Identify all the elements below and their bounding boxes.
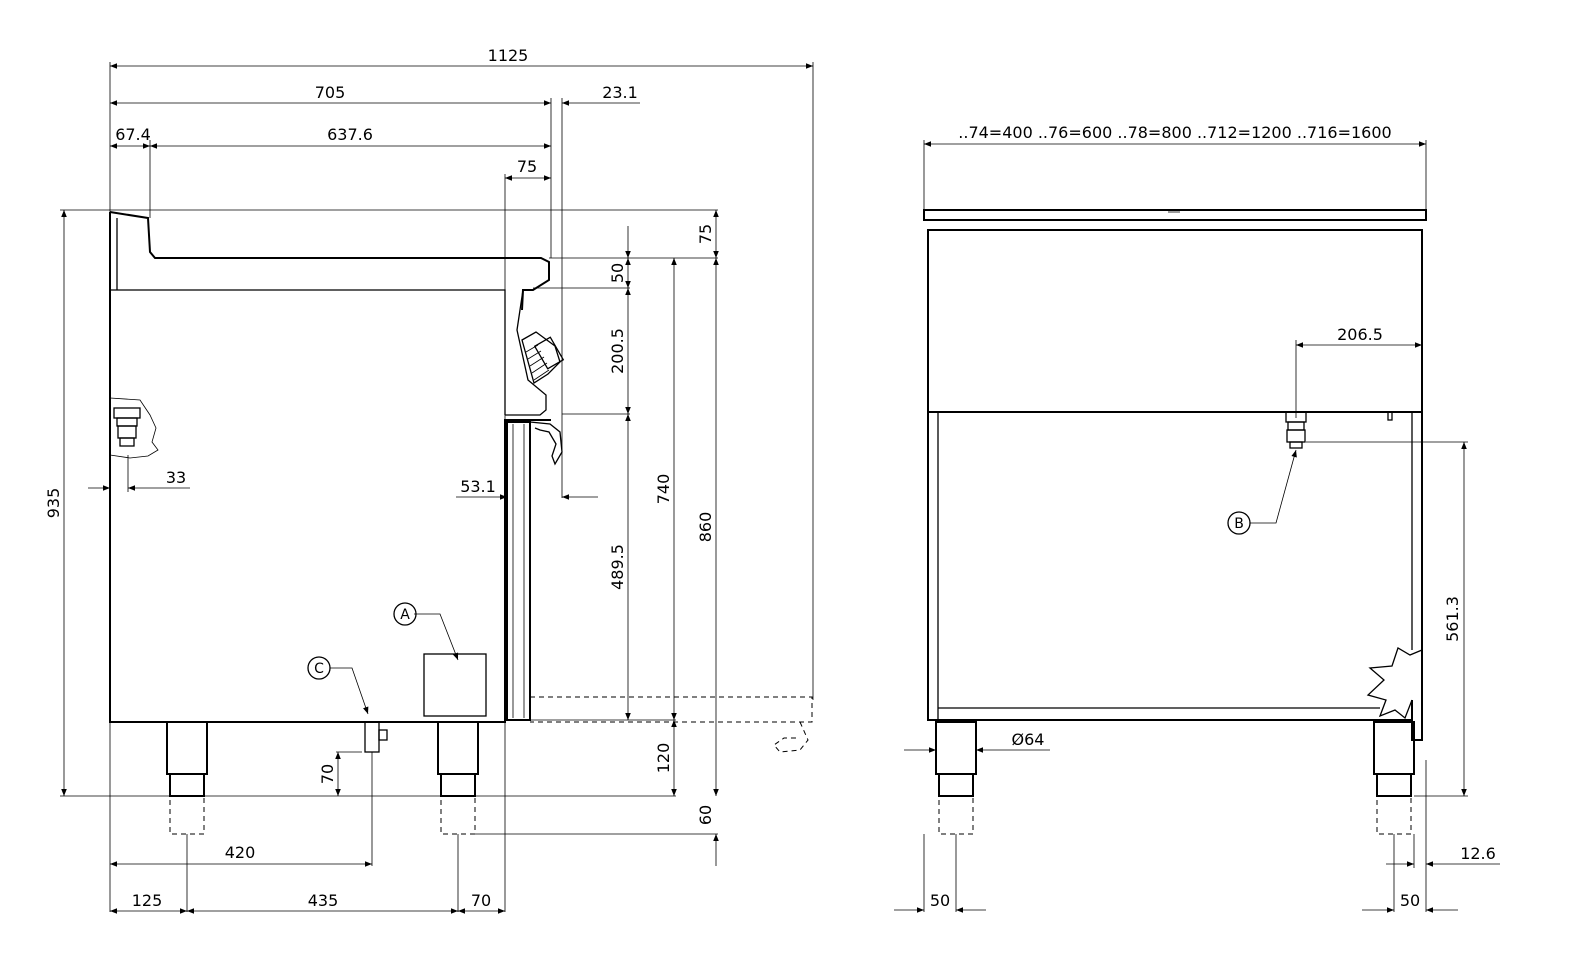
dim-1125: 1125 [488, 46, 529, 65]
dim-33: 33 [166, 468, 186, 487]
dim-561-3: 561.3 [1443, 596, 1462, 642]
dim-50-left: 50 [930, 891, 950, 910]
dim-75-top: 75 [696, 224, 715, 244]
dim-53-1: 53.1 [460, 477, 496, 496]
dim-206-5: 206.5 [1337, 325, 1383, 344]
component-box-a [423, 653, 487, 717]
cable-gland-icon [109, 397, 159, 459]
front-body-outline [923, 209, 1427, 741]
dim-diameter-64: Ø64 [1012, 730, 1045, 749]
front-leg-left [935, 721, 977, 835]
dim-67-4: 67.4 [115, 125, 151, 144]
front-dimension-labels: ..74=400 ..76=600 ..78=800 ..712=1200 ..… [930, 123, 1496, 910]
door-panel [506, 421, 563, 721]
side-leg-right [437, 721, 479, 835]
dim-50: 50 [608, 263, 627, 283]
dim-860: 860 [696, 512, 715, 543]
dim-50-right: 50 [1400, 891, 1420, 910]
dim-70-leg: 70 [318, 764, 337, 784]
open-door-outline [530, 696, 813, 753]
dim-637-6: 637.6 [327, 125, 373, 144]
dim-200-5: 200.5 [608, 328, 627, 374]
dim-435: 435 [308, 891, 339, 910]
dim-120: 120 [654, 743, 673, 774]
callout-c: C [314, 661, 324, 677]
side-dimension-labels: 1125 705 23.1 67.4 637.6 75 33 53.1 420 … [44, 46, 715, 910]
dim-489-5: 489.5 [608, 544, 627, 590]
dim-75-panel: 75 [517, 157, 537, 176]
dim-60: 60 [696, 805, 715, 825]
callout-a: A [400, 607, 410, 623]
front-break-line [1366, 647, 1423, 720]
dim-70-bottom: 70 [471, 891, 491, 910]
dim-23-1: 23.1 [602, 83, 638, 102]
side-dimension-lines [60, 62, 814, 914]
dim-705: 705 [315, 83, 346, 102]
dim-935: 935 [44, 488, 63, 519]
connector-c-icon [364, 721, 388, 753]
dim-width-variants: ..74=400 ..76=600 ..78=800 ..712=1200 ..… [958, 123, 1391, 142]
dim-12-6: 12.6 [1460, 844, 1496, 863]
side-body-outline [109, 211, 551, 723]
dim-740: 740 [654, 474, 673, 505]
dim-125: 125 [132, 891, 163, 910]
control-knob-icon [521, 331, 565, 385]
callout-b: B [1234, 516, 1244, 532]
front-view [923, 209, 1427, 835]
front-leg-right [1373, 721, 1415, 835]
side-view [109, 211, 813, 835]
front-dimension-lines [894, 140, 1500, 913]
dim-420: 420 [225, 843, 256, 862]
side-leg-left [166, 721, 208, 835]
